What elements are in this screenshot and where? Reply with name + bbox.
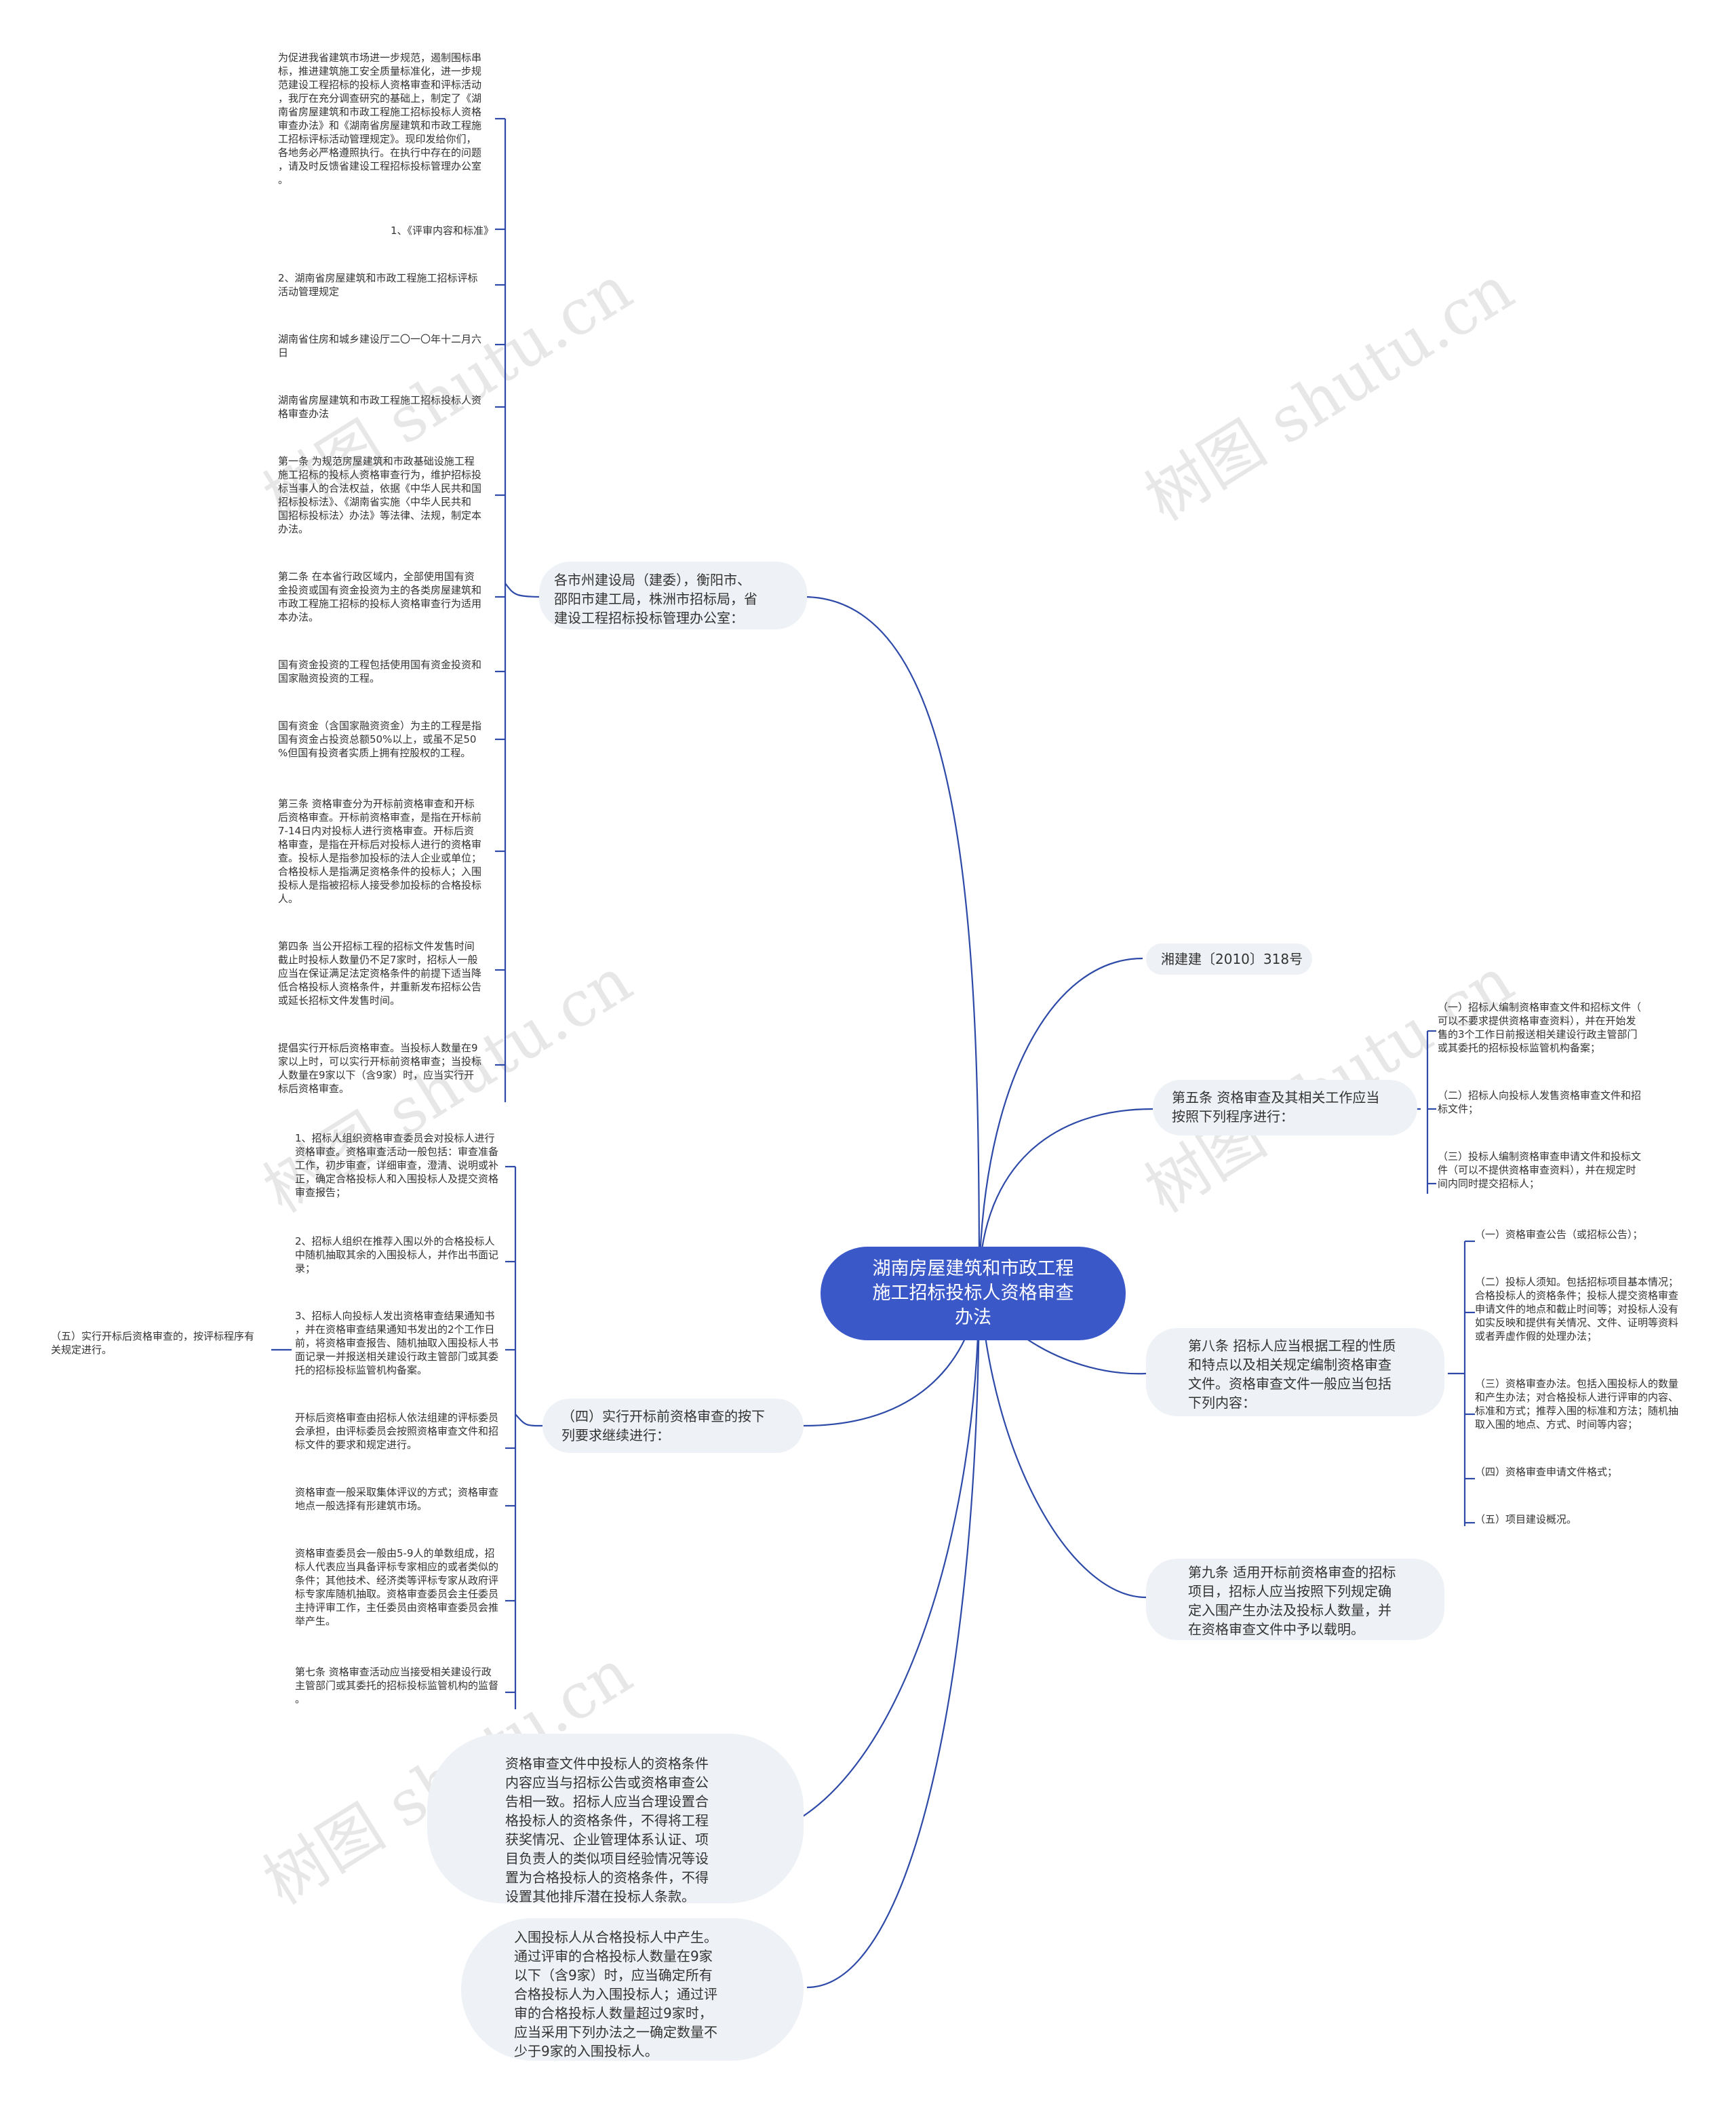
leaf-issuer-date: 湖南省住房和城乡建设厅二〇一〇年十二月六 日 — [278, 333, 482, 359]
leaf-committee-composition: 资格审查委员会一般由5-9人的单数组成，招 标人代表应当具备评标专家相应的或者类… — [295, 1547, 499, 1627]
root-node[interactable]: 湖南房屋建筑和市政工程 施工招标投标人资格审查 办法 — [821, 1247, 1126, 1340]
leaf-state-funds-major: 国有资金（含国家融资资金）为主的工程是指 国有资金占投资总额50%以上，或虽不足… — [278, 720, 482, 759]
leaf-notice-intro: 为促进我省建筑市场进一步规范，遏制围标串 标，推进建筑施工安全质量标准化，进一步… — [278, 52, 482, 186]
edge-root-article5 — [978, 1108, 1153, 1279]
leaf-article5-step-2: （二）招标人向投标人发售资格审查文件和招 标文件； — [1438, 1089, 1642, 1115]
node-qualification-conditions[interactable]: 资格审查文件中投标人的资格条件 内容应当与招标公告或资格审查公 告相一致。招标人… — [427, 1734, 804, 1905]
node-shortlisted-bidders[interactable]: 入围投标人从合格投标人中产生。 通过评审的合格投标人数量在9家 以下（含9家）时… — [461, 1918, 804, 2061]
leaf-article8-item-4: （四）资格审查申请文件格式； — [1475, 1466, 1618, 1478]
leaf-step-3: 3、招标人向投标人发出资格审查结果通知书 ，并在资格审查结果通知书发出的2个工作… — [295, 1310, 499, 1376]
leaf-state-funds: 国有资金投资的工程包括使用国有资金投资和 国家融资投资的工程。 — [278, 659, 482, 684]
leaf-post-bid-review: 提倡实行开标后资格审查。当投标人数量在9 家以上时，可以实行开标前资格审查；当投… — [278, 1042, 482, 1095]
edge-root-doc-number — [978, 957, 1143, 1279]
leaf-post-bid-procedure: （五）实行开标后资格审查的，按评标程序有 关规定进行。 — [51, 1330, 255, 1356]
leaf-attachment-2: 2、湖南省房屋建筑和市政工程施工招标评标 活动管理规定 — [278, 272, 478, 298]
edge-root-left-bottom2 — [806, 1278, 981, 1989]
leaf-step-2: 2、招标人组织在推荐入围以外的合格投标人 中随机抽取其余的入围投标人，并作出书面… — [295, 1235, 499, 1274]
branch-node-recipients[interactable]: 各市州建设局（建委），衡阳市、 邵阳市建工局，株洲市招标局，省 建设工程招标投标… — [539, 562, 807, 629]
leaf-article-4: 第四条 当公开招标工程的招标文件发售时间 截止时投标人数量仍不足7家时，招标人一… — [278, 940, 482, 1007]
leaf-article8-item-1: （一）资格审查公告（或招标公告）； — [1475, 1228, 1643, 1241]
leaf-article8-item-5: （五）项目建设概况。 — [1475, 1513, 1577, 1525]
leaf-article-1: 第一条 为规范房屋建筑和市政基础设施工程 施工招标的投标人资格审查行为，维护招标… — [278, 455, 482, 535]
node-article-9[interactable]: 第九条 适用开标前资格审查的招标 项目，招标人应当按照下列规定确 定入围产生办法… — [1146, 1559, 1444, 1640]
leaf-article5-step-1: （一）招标人编制资格审查文件和招标文件（ 可以不要求提供资格审查资料），并在开始… — [1438, 1001, 1642, 1054]
leaf-article5-step-3: （三）投标人编制资格审查申请文件和投标文 件（可以不提供资格审查资料），并在规定… — [1438, 1150, 1642, 1190]
leaf-post-bid-committee: 开标后资格审查由招标人依法组建的评标委员 会承担，由评标委员会按照资格审查文件和… — [295, 1412, 499, 1451]
leaf-collective-review: 资格审查一般采取集体评议的方式；资格审查 地点一般选择有形建筑市场。 — [295, 1486, 499, 1512]
node-article-8[interactable]: 第八条 招标人应当根据工程的性质 和特点以及相关规定编制资格审查 文件。资格审查… — [1146, 1328, 1444, 1416]
leaf-article8-item-3: （三）资格审查办法。包括入围投标人的数量 和产生办法；对合格投标人进行评审的内容… — [1475, 1378, 1679, 1430]
leaf-article8-item-2: （二）投标人须知。包括招标项目基本情况； 合格投标人的资格条件；投标人提交资格审… — [1475, 1276, 1679, 1342]
edge-left-mid-leaves — [515, 1414, 543, 1427]
node-article-5[interactable]: 第五条 资格审查及其相关工作应当 按照下列程序进行： — [1153, 1080, 1417, 1135]
leaf-article-2: 第二条 在本省行政区域内，全部使用国有资 金投资或国有资金投资为主的各类房屋建筑… — [278, 570, 482, 623]
node-doc-number[interactable]: 湘建建〔2010〕318号 — [1146, 943, 1312, 975]
leaf-step-1: 1、招标人组织资格审查委员会对投标人进行 资格审查。资格审查活动一般包括：审查准… — [295, 1132, 499, 1199]
branch-node-pre-bid-review[interactable]: （四）实行开标前资格审查的按下 列要求继续进行： — [542, 1399, 804, 1453]
leaf-article-3: 第三条 资格审查分为开标前资格审查和开标 后资格审查。开标前资格审查，是指在开标… — [278, 798, 482, 905]
leaf-attachment-1: 1、《评审内容和标准》 — [390, 225, 494, 237]
edge-root-left-top — [803, 596, 981, 1279]
leaf-article-7: 第七条 资格审查活动应当接受相关建设行政 主管部门或其委托的招标投标监管机构的监… — [295, 1666, 499, 1705]
edge-root-article9 — [978, 1278, 1147, 1599]
leaf-title: 湖南省房屋建筑和市政工程施工招标投标人资 格审查办法 — [278, 394, 482, 420]
